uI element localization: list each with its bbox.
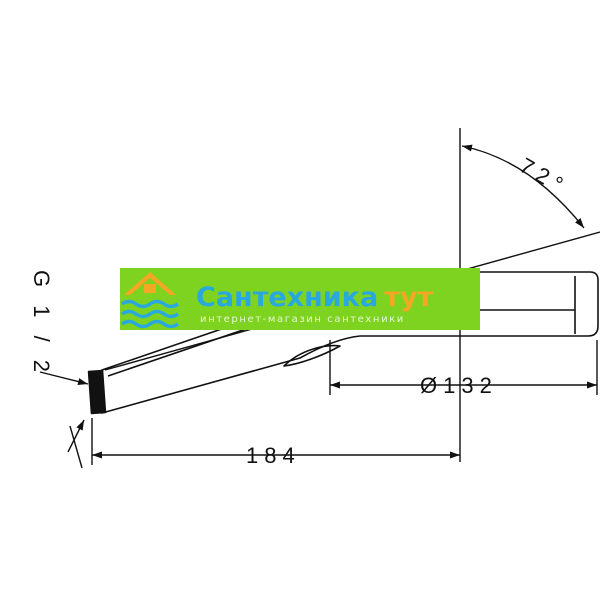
thread-leader-bottom bbox=[69, 425, 83, 469]
house-window-icon bbox=[144, 284, 156, 293]
watermark-subtitle: интернет-магазин сантехники bbox=[200, 314, 405, 325]
angle-label: 72° bbox=[516, 153, 573, 200]
thread-label: G 1 / 2 bbox=[29, 270, 54, 378]
watermark-title-part2: тут bbox=[384, 282, 433, 313]
watermark-title-part1: Сантехника bbox=[196, 282, 378, 313]
diameter-label: Ø132 bbox=[420, 373, 498, 398]
thread-leader-top bbox=[39, 371, 89, 385]
button-slot bbox=[283, 344, 341, 367]
dimension-lines bbox=[39, 128, 600, 469]
wave-icon-2 bbox=[120, 309, 180, 319]
wave-icon-1 bbox=[120, 299, 180, 309]
house-roof-icon bbox=[124, 272, 176, 295]
wave-icon-3 bbox=[120, 319, 180, 329]
thread-leader-bottom-arrow bbox=[67, 419, 85, 453]
house-logo bbox=[120, 272, 180, 329]
length-label: 184 bbox=[246, 443, 301, 468]
watermark-background bbox=[120, 268, 480, 330]
angle-arc bbox=[461, 144, 585, 229]
thread-connector bbox=[87, 369, 107, 415]
